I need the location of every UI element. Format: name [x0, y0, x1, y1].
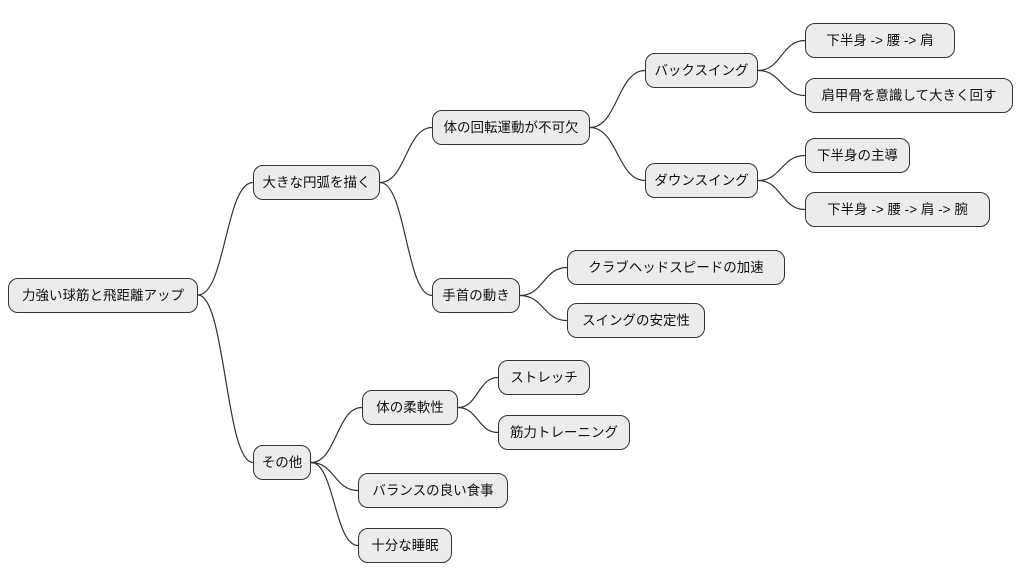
- node-downswing-sequence: 下半身 -> 腰 -> 肩 -> 腕: [805, 192, 990, 227]
- node-wrist-movement: 手首の動き: [432, 278, 520, 313]
- edge-backswing-sequence: [757, 39, 806, 72]
- node-root: 力強い球筋と飛距離アップ: [8, 278, 198, 313]
- edge-other-balanced-diet: [310, 461, 359, 492]
- edge-root-large-arc: [197, 181, 254, 296]
- edge-body-rotation-backswing: [589, 69, 646, 129]
- node-body-rotation: 体の回転運動が不可欠: [432, 110, 590, 145]
- node-backswing-sequence: 下半身 -> 腰 -> 肩: [805, 23, 955, 58]
- node-balanced-diet: バランスの良い食事: [358, 473, 508, 508]
- node-lower-body-lead: 下半身の主導: [805, 138, 910, 173]
- node-other: その他: [253, 445, 311, 480]
- edge-large-arc-body-rotation: [379, 126, 433, 184]
- edge-other-flexibility: [310, 406, 363, 464]
- node-downswing: ダウンスイング: [645, 163, 758, 198]
- node-swing-stability: スイングの安定性: [567, 303, 705, 338]
- edge-flexibility-strength-training: [457, 406, 499, 434]
- node-strength-training: 筋力トレーニング: [498, 415, 630, 450]
- node-stretch: ストレッチ: [498, 360, 590, 395]
- node-clubhead-speed: クラブヘッドスピードの加速: [567, 250, 785, 285]
- edge-other-sleep: [310, 461, 359, 547]
- node-sufficient-sleep: 十分な睡眠: [358, 528, 452, 563]
- edge-flexibility-stretch: [457, 376, 499, 409]
- edge-downswing-lower-body-lead: [757, 154, 806, 182]
- node-backswing: バックスイング: [645, 53, 758, 88]
- edge-downswing-sequence: [757, 179, 806, 211]
- node-large-arc: 大きな円弧を描く: [253, 165, 380, 200]
- edge-large-arc-wrist: [379, 181, 433, 297]
- node-shoulder-blade-rotation: 肩甲骨を意識して大きく回す: [805, 78, 1013, 113]
- edge-backswing-shoulder-blade: [757, 69, 806, 97]
- edge-wrist-clubhead-speed: [519, 266, 568, 297]
- edge-body-rotation-downswing: [589, 126, 646, 182]
- edge-root-other: [197, 294, 254, 464]
- edge-wrist-swing-stability: [519, 294, 568, 322]
- node-flexibility: 体の柔軟性: [362, 390, 458, 425]
